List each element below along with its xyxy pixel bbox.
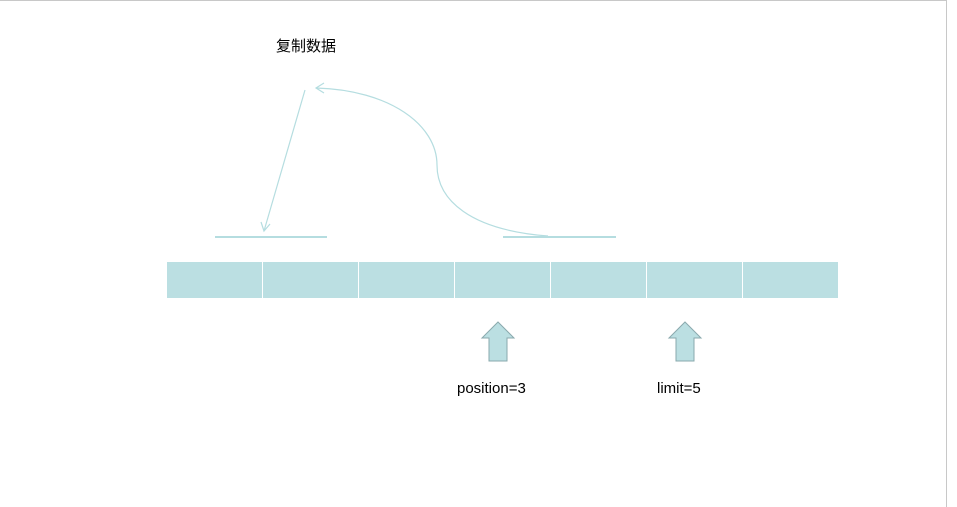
- copy-curve-arrow: [315, 87, 549, 237]
- position-up-arrow-icon: [480, 321, 516, 362]
- limit-label: limit=5: [657, 380, 701, 397]
- position-label: position=3: [457, 380, 526, 397]
- buffer-cell-4: [551, 262, 646, 298]
- buffer-cell-0: [167, 262, 262, 298]
- copy-data-label: 复制数据: [276, 37, 337, 55]
- buffer-cell-6: [743, 262, 838, 298]
- buffer-array: [167, 262, 838, 298]
- buffer-cell-5: [647, 262, 742, 298]
- limit-up-arrow-icon: [667, 321, 703, 362]
- buffer-cell-1: [263, 262, 358, 298]
- arrowhead-icon: [260, 221, 271, 233]
- down-arrow: [263, 89, 306, 232]
- buffer-cell-2: [359, 262, 454, 298]
- buffer-cell-3: [455, 262, 550, 298]
- arrowhead-icon: [314, 82, 325, 94]
